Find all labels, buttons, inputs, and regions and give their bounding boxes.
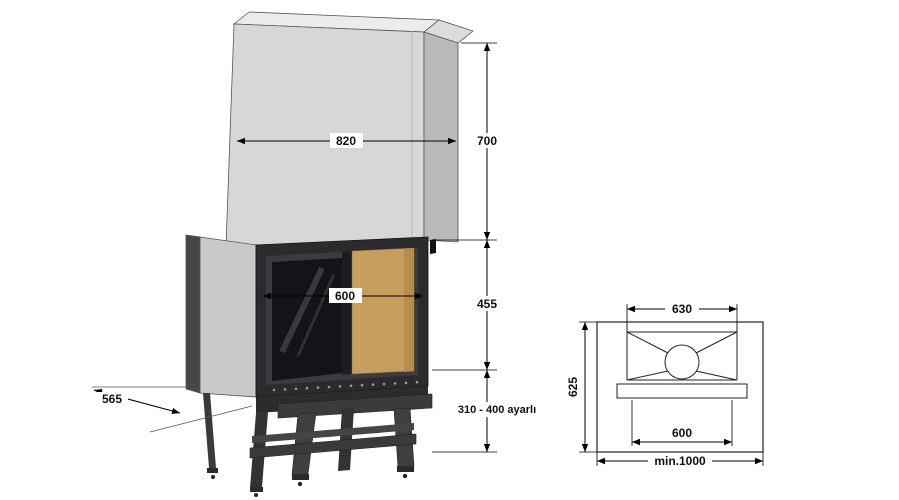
plan-front-ledge — [616, 383, 748, 399]
dim-label-630: 630 — [672, 302, 692, 316]
left-heat-shield — [185, 234, 201, 394]
hood-right-face — [423, 31, 459, 243]
rear-left-foot — [250, 487, 263, 492]
left-thin-leg — [203, 393, 216, 468]
door-mullion — [342, 251, 352, 375]
dim-label-600-plan: 600 — [672, 426, 692, 440]
rear-right-leg — [338, 408, 354, 471]
stand-lower-rail — [249, 433, 417, 459]
projection-lines — [92, 386, 253, 433]
front-left-foot — [292, 474, 309, 480]
dim-plan-depth: 625 — [566, 321, 597, 453]
dim-label-leg-adjust: 310 - 400 ayarlı — [458, 404, 536, 416]
hood-front-face — [225, 23, 425, 247]
hood-casing — [225, 11, 474, 247]
dim-plan-top-width: 630 — [626, 301, 738, 322]
left-thin-bolt — [211, 475, 215, 479]
dim-label-565: 565 — [102, 392, 122, 406]
dim-label-bg — [329, 288, 362, 303]
dim-plan-bottom-width: 600 — [631, 400, 733, 446]
stand — [203, 386, 433, 497]
dim-label-bg — [470, 296, 504, 311]
dim-label-bg — [665, 301, 699, 316]
dim-label-bg — [449, 402, 546, 417]
firebrick-shade — [404, 248, 414, 372]
front-right-bolt — [402, 473, 408, 479]
door-glass — [272, 258, 342, 381]
stand-mid-rail — [252, 423, 414, 443]
dim-label-bg — [665, 425, 699, 440]
dim-firebox-height: 455 — [432, 240, 504, 371]
dim-firebox-width: 600 — [263, 288, 423, 303]
dim-label-bg — [330, 133, 363, 148]
dim-hood-width: 820 — [237, 133, 456, 148]
dim-label-600: 600 — [335, 289, 355, 303]
rear-left-bolt — [254, 493, 258, 497]
dim-plan-min-width: min.1000 — [596, 452, 764, 468]
dim-label-min-1000: min.1000 — [654, 454, 706, 468]
plan-view: 630 625 600 min.1000 — [566, 301, 764, 468]
dim-hood-height: 700 — [432, 42, 504, 241]
dim-label-700: 700 — [477, 134, 497, 148]
door-hinge — [430, 239, 436, 254]
dim-label-820: 820 — [336, 134, 356, 148]
dim-label-bg — [97, 392, 128, 406]
flue-outlet-circle — [664, 344, 700, 380]
dim-label-625: 625 — [566, 377, 580, 397]
stand-top-rail — [277, 393, 433, 419]
dim-label-bg — [648, 453, 712, 468]
glass-reflection-2 — [296, 273, 336, 357]
dim-leg-adjust: 310 - 400 ayarlı — [432, 370, 546, 453]
glass-reflection — [279, 266, 325, 354]
dim-label-bg — [470, 133, 504, 148]
dim-label-455: 455 — [477, 297, 497, 311]
front-view: 820 700 455 600 565 — [92, 11, 546, 497]
left-body-side — [199, 236, 257, 398]
left-thin-foot — [207, 468, 218, 473]
left-side-panels — [185, 234, 257, 398]
front-right-foot — [397, 466, 414, 472]
front-left-bolt — [297, 481, 303, 487]
dim-depth: 565 — [93, 388, 181, 415]
firebox-door — [255, 236, 436, 398]
vent-dots — [272, 380, 419, 392]
plan-hood-footprint — [626, 322, 738, 381]
